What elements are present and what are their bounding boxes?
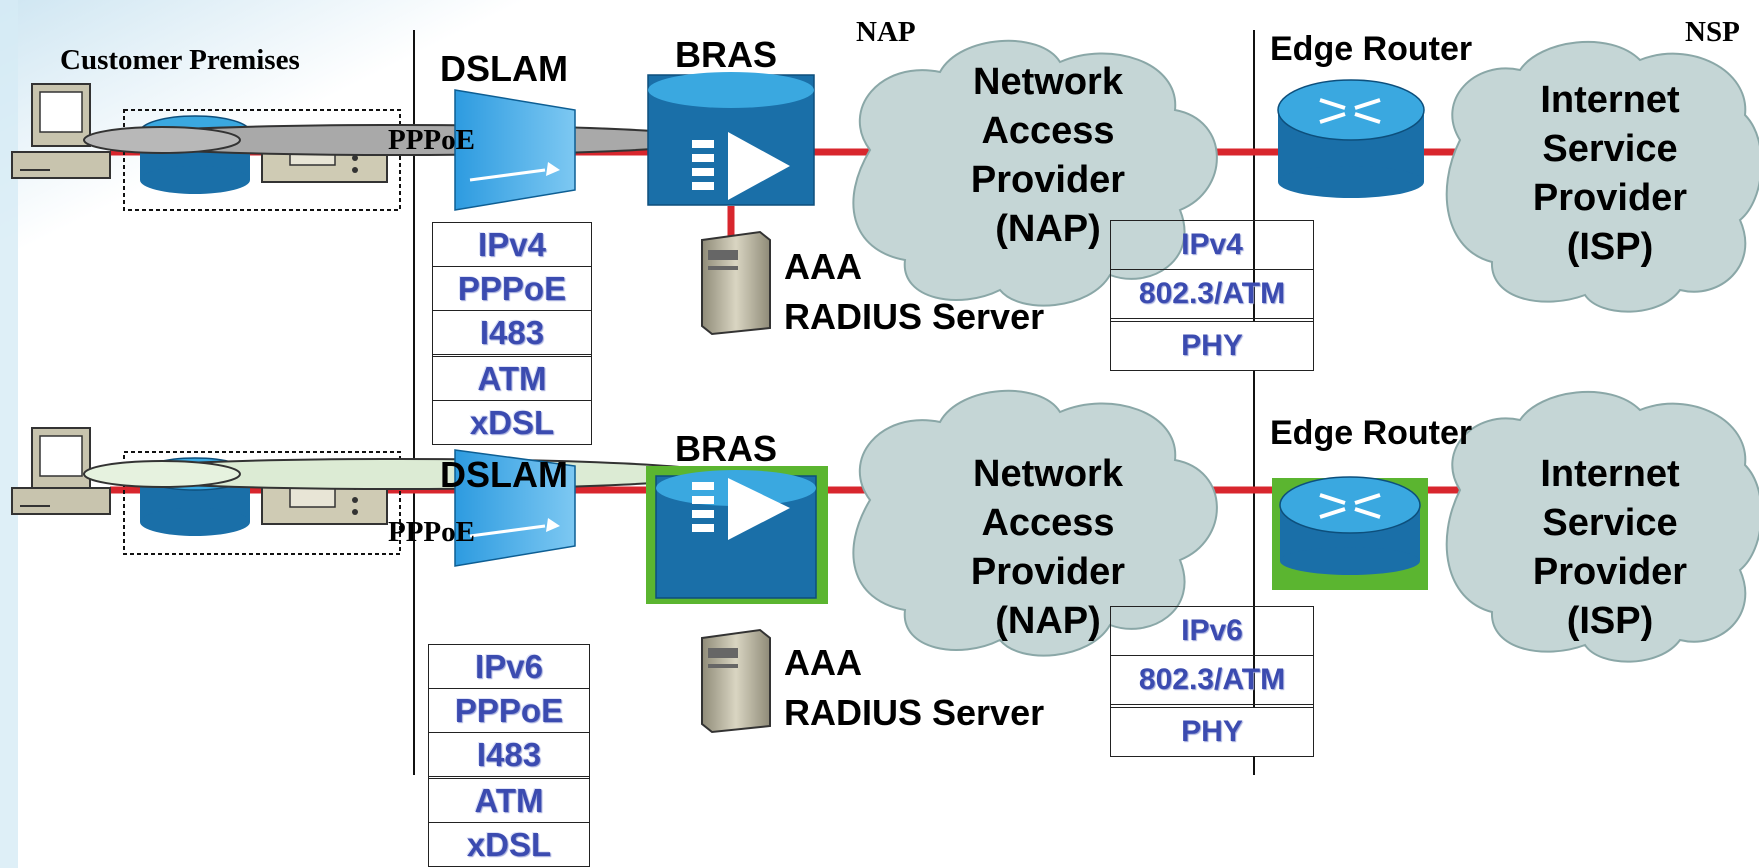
bottom-bras-label: BRAS — [675, 428, 778, 469]
top-edge-router-icon — [1277, 79, 1425, 198]
top-edge-router-label: Edge Router — [1270, 30, 1473, 68]
top-dslam-protocol-stack: IPv4 PPPoE I483 ATM xDSL — [432, 222, 592, 445]
top-provider-protocol-stack: IPv4 802.3/ATM PHY — [1110, 220, 1314, 371]
stack-layer: xDSL — [469, 403, 555, 441]
top-radius-label: RADIUS Server — [784, 296, 1045, 337]
bottom-aaa-label: AAA — [784, 642, 862, 683]
bottom-radius-label: RADIUS Server — [784, 692, 1045, 733]
top-bras-label: BRAS — [675, 34, 778, 75]
stack-layer: PHY — [1111, 322, 1313, 370]
bottom-pppoe-tunnel-start — [83, 460, 241, 488]
nsp-label: NSP — [1685, 16, 1740, 48]
bottom-aaa-server-icon — [701, 628, 771, 734]
top-bras-icon — [647, 72, 815, 206]
stack-layer: xDSL — [466, 825, 552, 863]
top-pppoe-tunnel-start — [83, 126, 241, 154]
top-computer-icon — [11, 83, 111, 179]
top-dslam-icon — [454, 89, 576, 211]
bottom-pppoe-label: PPPoE — [388, 516, 475, 548]
bottom-computer-icon — [11, 427, 111, 515]
top-nap-cloud — [852, 39, 1218, 307]
bottom-dslam-protocol-stack: IPv6 PPPoE I483 ATM xDSL — [428, 644, 590, 867]
top-isp-cloud — [1445, 40, 1759, 313]
stack-layer: 802.3/ATM — [1111, 656, 1313, 708]
top-dslam-label: DSLAM — [440, 48, 568, 89]
stack-layer: I483 — [433, 311, 591, 357]
top-aaa-label: AAA — [784, 246, 862, 287]
bottom-edge-router-icon — [1272, 476, 1428, 590]
bottom-dslam-label: DSLAM — [440, 454, 568, 495]
background-left-strip — [0, 0, 18, 868]
top-pppoe-label: PPPoE — [388, 124, 475, 156]
bottom-provider-protocol-stack: IPv6 802.3/ATM PHY — [1110, 606, 1314, 757]
stack-layer: PHY — [1111, 708, 1313, 756]
stack-layer: ATM — [433, 357, 591, 401]
stack-layer: I483 — [429, 733, 589, 779]
stack-layer: IPv6 — [1111, 607, 1313, 656]
stack-layer: IPv6 — [429, 645, 589, 689]
bottom-bras-icon — [646, 466, 828, 604]
nap-label: NAP — [856, 16, 916, 48]
bottom-isp-cloud — [1445, 390, 1759, 663]
bottom-dslam-icon — [454, 449, 576, 567]
stack-layer: ATM — [429, 779, 589, 823]
stack-layer: IPv4 — [433, 223, 591, 267]
stack-layer: PPPoE — [433, 267, 591, 311]
top-aaa-server-icon — [701, 230, 771, 336]
stack-layer: IPv4 — [1111, 221, 1313, 270]
bottom-nap-cloud — [852, 389, 1218, 657]
customer-premises-label: Customer Premises — [60, 44, 300, 76]
top-premises-box — [123, 109, 401, 211]
stack-layer: PPPoE — [429, 689, 589, 733]
stack-layer: 802.3/ATM — [1111, 270, 1313, 322]
bottom-edge-router-label: Edge Router — [1270, 414, 1473, 452]
